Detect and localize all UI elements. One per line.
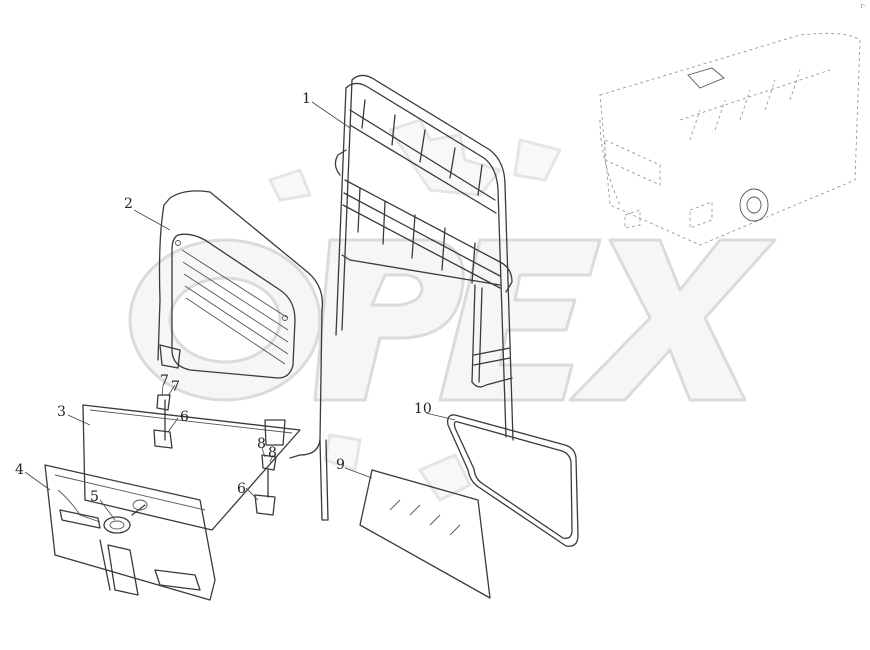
rear-panel: [157, 190, 329, 521]
callout-4: 4: [15, 462, 24, 478]
callout-9: 9: [336, 457, 345, 473]
callout-8-right: 8: [268, 445, 277, 461]
callout-5: 5: [90, 489, 99, 505]
callout-3: 3: [57, 404, 66, 420]
callout-6-upper: 6: [180, 409, 189, 425]
hinges: [153, 344, 286, 516]
callout-7-left: 7: [160, 373, 169, 389]
callout-8-left: 8: [257, 436, 266, 452]
callout-1: 1: [302, 91, 311, 107]
glass-seal: [447, 414, 579, 547]
emblem: [103, 499, 148, 534]
callout-6-lower: 6: [237, 481, 246, 497]
tube-frame: [334, 74, 514, 441]
corner-mark: r·: [860, 2, 866, 10]
door-skin: [82, 404, 301, 531]
callout-2: 2: [124, 196, 133, 212]
glass-pane: [359, 469, 491, 599]
leader-lines: [24, 101, 456, 521]
lower-panel: [44, 464, 216, 601]
bus-reference: [599, 32, 861, 246]
callout-10: 10: [414, 401, 432, 417]
callout-7-right: 7: [171, 379, 180, 395]
